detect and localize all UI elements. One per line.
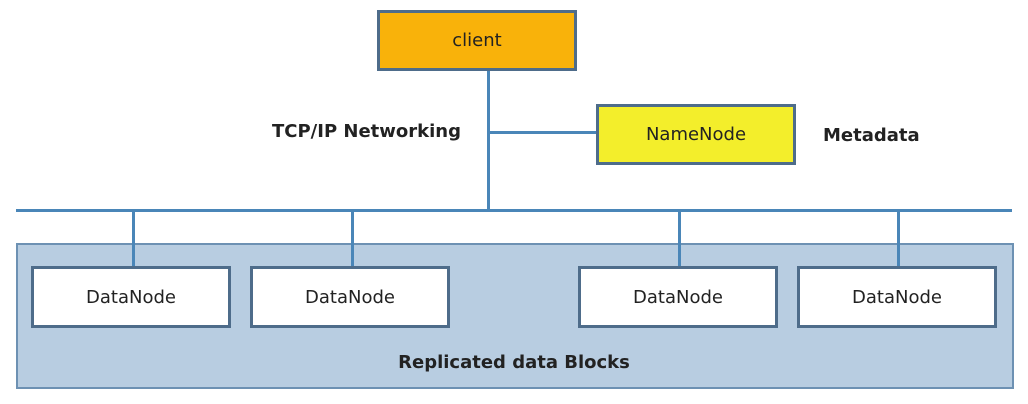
datanode-3-drop-line	[678, 210, 681, 267]
datanode-4-drop-line	[897, 210, 900, 267]
namenode-node: NameNode	[596, 104, 796, 165]
client-node-label: client	[452, 30, 502, 51]
cluster-label: Replicated data Blocks	[398, 352, 630, 373]
datanode-1-drop-line	[132, 210, 135, 267]
datanode-1: DataNode	[31, 266, 231, 328]
client-trunk-line	[487, 71, 490, 211]
datanode-label: DataNode	[633, 286, 723, 308]
datanode-label: DataNode	[852, 286, 942, 308]
namenode-node-label: NameNode	[645, 124, 747, 145]
datanode-label: DataNode	[305, 286, 395, 308]
datanode-label: DataNode	[86, 286, 176, 308]
namenode-branch-line	[487, 131, 597, 134]
metadata-label: Metadata	[823, 125, 920, 146]
datanode-3: DataNode	[578, 266, 778, 328]
datanode-2-drop-line	[351, 210, 354, 267]
client-node: client	[377, 10, 577, 71]
datanode-4: DataNode	[797, 266, 997, 328]
datanode-2: DataNode	[250, 266, 450, 328]
network-bus-line	[16, 209, 1012, 212]
network-label: TCP/IP Networking	[272, 121, 461, 142]
